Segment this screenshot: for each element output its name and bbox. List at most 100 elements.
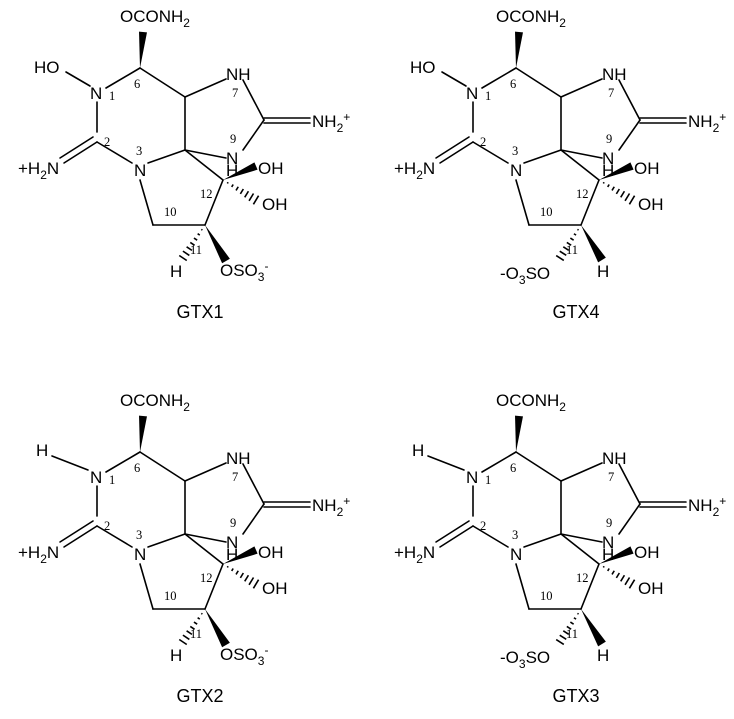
- c12-oh-hash: [226, 565, 260, 589]
- locant-11: 11: [566, 243, 578, 257]
- bond-c12-c11: [204, 179, 224, 226]
- c11-h-label: H: [170, 646, 182, 665]
- c2-imine-label: +H2N: [394, 159, 435, 182]
- bond-c2-n3: [96, 525, 133, 548]
- bond-c6-n1: [105, 67, 141, 89]
- locant-7: 7: [232, 86, 238, 100]
- bond-n7-c8: [242, 463, 265, 505]
- bond-c5-c6: [139, 67, 186, 98]
- carbamate-label: OCONH2: [120, 391, 190, 414]
- bond-c2-exo-2: [435, 136, 470, 159]
- locant-3: 3: [136, 144, 142, 158]
- bond-c4-c12: [184, 149, 224, 181]
- c6-carbamate-wedge: [515, 415, 523, 452]
- bond-n1-h: [427, 455, 465, 471]
- bond-c2-exo-2: [435, 520, 470, 543]
- n9-label-n: N: [226, 533, 238, 552]
- locant-1: 1: [485, 89, 491, 103]
- bond-n7-c8: [618, 79, 641, 121]
- bond-c10-n3: [139, 563, 154, 610]
- c6-carbamate-wedge: [139, 31, 147, 69]
- locant-6: 6: [510, 77, 516, 91]
- bond-c2-n3: [472, 525, 509, 548]
- c12-oh-wedge: [223, 546, 258, 564]
- locant-12: 12: [576, 187, 589, 201]
- locant-7: 7: [232, 470, 238, 484]
- n9-label-h: H: [226, 161, 238, 180]
- locant-7: 7: [608, 86, 614, 100]
- locant-2: 2: [104, 135, 110, 149]
- c2-imine-label: +H2N: [394, 543, 435, 566]
- locant-9: 9: [606, 516, 612, 530]
- bond-n9-c4: [184, 149, 227, 159]
- locant-1: 1: [109, 473, 115, 487]
- caption-gtx2: GTX2: [176, 686, 223, 706]
- locant-11: 11: [566, 627, 578, 641]
- bond-c5-n7: [560, 462, 603, 482]
- n1-hydrogen-label: H: [412, 441, 424, 460]
- bond-c10-n3: [139, 179, 154, 226]
- bond-n1-oh: [441, 71, 467, 87]
- oh-label-lower: OH: [638, 579, 664, 598]
- locant-3: 3: [512, 144, 518, 158]
- n1-hydroxy-label: HO: [410, 58, 436, 77]
- n1-hydrogen-label: H: [36, 441, 48, 460]
- c8-iminium-label: NH2+: [312, 494, 350, 519]
- bond-c2-exo-1: [63, 141, 98, 164]
- structure-gtx2: OCONH2OHOHHOSO3-HNNNHNHNH2++H2N612379101…: [18, 391, 350, 706]
- n1-hydroxy-label: HO: [34, 58, 60, 77]
- c12-oh-wedge: [223, 162, 258, 180]
- bond-c10-n3: [515, 563, 530, 610]
- c6-carbamate-wedge: [139, 415, 147, 452]
- bond-c2-n3: [96, 141, 133, 164]
- bond-c5-c6: [139, 451, 186, 482]
- c8-iminium-label: NH2+: [688, 494, 726, 519]
- oh-label-lower: OH: [262, 579, 288, 598]
- bond-n3-c4: [523, 533, 562, 548]
- c11-sulfate-hash: [555, 612, 579, 646]
- n3-label: N: [134, 161, 146, 180]
- bond-c6-n1: [481, 67, 517, 89]
- locant-10: 10: [540, 589, 553, 603]
- bond-n9-c4: [184, 533, 227, 543]
- bond-c12-c11: [580, 179, 600, 226]
- c11-h-wedge: [581, 609, 606, 647]
- locant-3: 3: [136, 528, 142, 542]
- carbamate-label: OCONH2: [496, 391, 566, 414]
- bond-n1-h: [51, 455, 89, 471]
- locant-3: 3: [512, 528, 518, 542]
- oh-label-lower: OH: [638, 195, 664, 214]
- bond-n1-oh: [65, 71, 91, 87]
- caption-gtx1: GTX1: [176, 302, 223, 322]
- n7-label: NH: [602, 449, 627, 468]
- bond-c5-c6: [515, 451, 562, 482]
- c11-sulfate-wedge: [205, 225, 230, 264]
- caption-gtx3: GTX3: [552, 686, 599, 706]
- bond-c4-c12: [560, 533, 600, 565]
- locant-10: 10: [164, 589, 177, 603]
- locant-7: 7: [608, 470, 614, 484]
- locant-6: 6: [134, 77, 140, 91]
- n9-label-n: N: [602, 149, 614, 168]
- locant-1: 1: [485, 473, 491, 487]
- locant-10: 10: [540, 205, 553, 219]
- oh-label-upper: OH: [634, 159, 660, 178]
- n7-label: NH: [226, 449, 251, 468]
- bond-n3-c4: [147, 533, 186, 548]
- bond-c4-c12: [184, 533, 224, 565]
- locant-12: 12: [200, 571, 213, 585]
- c11-h-hash: [178, 228, 203, 262]
- bond-n7-c8: [618, 463, 641, 505]
- c12-oh-hash: [226, 181, 260, 205]
- bond-c5-n7: [560, 78, 603, 98]
- c12-oh-wedge: [599, 162, 634, 180]
- bond-c8-n9: [618, 503, 641, 535]
- bond-c8-n9: [242, 503, 265, 535]
- locant-10: 10: [164, 205, 177, 219]
- oh-label-upper: OH: [258, 543, 284, 562]
- bond-n3-c4: [147, 149, 186, 164]
- bond-c2-n3: [472, 141, 509, 164]
- n1-label: N: [466, 468, 478, 487]
